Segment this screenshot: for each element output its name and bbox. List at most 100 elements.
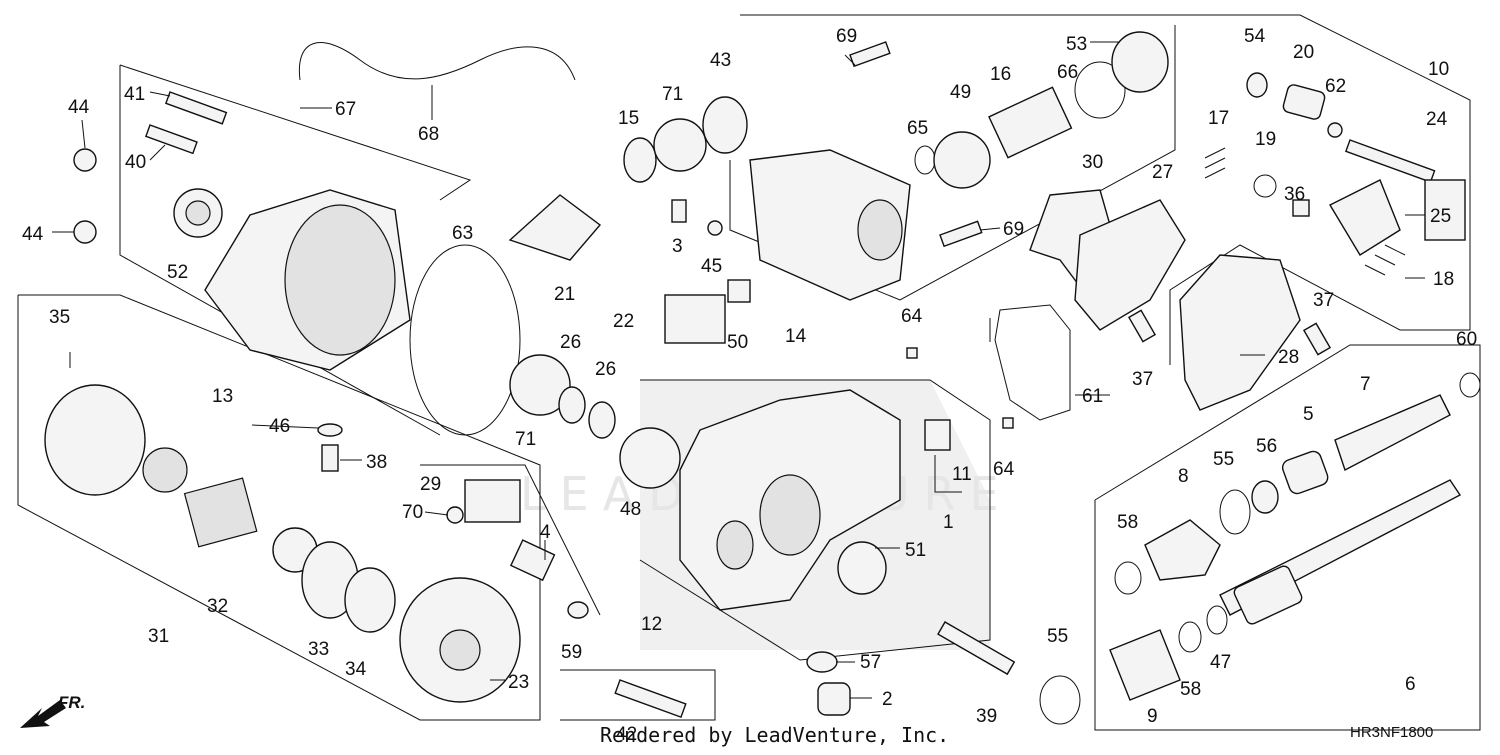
clip-47	[1206, 605, 1228, 635]
part-label-29-29: 29	[420, 474, 441, 495]
part-label-49-51: 49	[950, 82, 971, 103]
part-label-40-41: 40	[125, 152, 146, 173]
part-label-13-12: 13	[212, 386, 233, 407]
front-label: FR.	[58, 693, 85, 712]
box-12	[639, 379, 991, 661]
shift-27	[1074, 199, 1186, 331]
clip-66	[1074, 61, 1126, 119]
o-ring-58-b	[1178, 621, 1202, 653]
bolt-36	[1292, 199, 1310, 217]
part-label-14-13: 14	[785, 326, 807, 347]
bolt-37-b	[1302, 322, 1332, 356]
lead-69-top	[844, 54, 856, 66]
part-label-5-4: 5	[1303, 404, 1314, 425]
cam-followers-32	[183, 477, 258, 548]
bolt-38	[321, 444, 339, 472]
bolt-42	[614, 679, 687, 718]
part-label-58-61: 58	[1117, 512, 1138, 533]
part-label-12-11: 12	[641, 614, 662, 635]
ring-gear-hub	[439, 629, 481, 671]
part-label-44-46: 44	[22, 224, 44, 245]
clip-65	[914, 145, 936, 175]
lead-40	[149, 144, 166, 161]
part-label-20-19: 20	[1293, 42, 1314, 63]
part-label-62-66: 62	[1325, 76, 1346, 97]
part-label-1-0: 1	[943, 512, 954, 533]
part-label-19-18: 19	[1255, 129, 1276, 150]
part-label-58-62: 58	[1180, 679, 1201, 700]
part-label-35-35: 35	[49, 307, 70, 328]
breather-3	[671, 199, 687, 223]
shaft-24	[1344, 139, 1436, 183]
lead-44-a	[81, 119, 86, 149]
part-label-22-21: 22	[613, 311, 634, 332]
o-ring-55-a	[1219, 489, 1251, 535]
part-label-61-65: 61	[1082, 386, 1103, 407]
part-label-48-50: 48	[620, 499, 641, 520]
bearing-49	[933, 131, 991, 189]
pin-64-b	[1002, 417, 1014, 429]
front-arrow-icon	[20, 700, 66, 728]
part-label-51-53: 51	[905, 540, 926, 561]
part-label-55-57: 55	[1213, 449, 1234, 470]
bearing-48	[619, 427, 681, 489]
box-13-b	[119, 65, 441, 436]
pin-64-a	[906, 347, 918, 359]
part-label-68-73: 68	[418, 124, 439, 145]
collar-56	[1251, 480, 1279, 514]
part-label-28-28: 28	[1278, 347, 1299, 368]
part-label-50-52: 50	[727, 332, 748, 353]
box-31	[17, 294, 541, 721]
part-label-3-2: 3	[672, 236, 683, 257]
bolt-37-a	[1127, 309, 1157, 343]
part-label-45-47: 45	[701, 256, 722, 277]
box-14	[729, 25, 1176, 301]
seal-53	[1111, 31, 1169, 93]
shim-26-b	[588, 401, 616, 439]
part-label-46-48: 46	[269, 416, 290, 437]
part-label-54-56: 54	[1244, 26, 1266, 47]
washer-45	[707, 220, 723, 236]
seal-15	[623, 137, 657, 183]
diff-gear	[142, 447, 188, 493]
bearing-43	[702, 96, 748, 154]
collar-50	[727, 279, 751, 303]
lead-41	[149, 91, 171, 97]
diff-case	[44, 384, 146, 496]
clip-19	[1253, 174, 1277, 198]
part-label-24-23: 24	[1426, 109, 1448, 130]
part-label-37-38: 37	[1132, 369, 1153, 390]
o-ring-57	[806, 651, 838, 673]
diagram-code: HR3NF1800	[1350, 724, 1433, 741]
part-label-60-64: 60	[1456, 329, 1477, 350]
part-label-42-43: 42	[616, 724, 637, 745]
leader-lines	[52, 41, 1425, 699]
part-label-59-63: 59	[561, 642, 582, 663]
part-label-32-32: 32	[207, 596, 228, 617]
cover-14-bore	[857, 199, 903, 261]
front-direction-indicator: FR.	[20, 693, 85, 728]
part-number-labels: 1234567891011121314151617181920212223242…	[22, 26, 1477, 745]
part-label-9-8: 9	[1147, 706, 1158, 727]
part-label-66-71: 66	[1057, 62, 1078, 83]
collar-20	[1282, 84, 1326, 120]
lead-69-mid	[979, 227, 1001, 231]
part-label-69-75: 69	[1003, 219, 1024, 240]
part-label-36-36: 36	[1284, 184, 1305, 205]
spring-18	[1364, 244, 1406, 276]
bolt-70	[446, 506, 464, 524]
bolt-69-top	[849, 41, 891, 68]
shim-34	[344, 567, 396, 633]
part-label-21-20: 21	[554, 284, 575, 305]
part-label-41-42: 41	[124, 84, 145, 105]
shaft-16	[988, 86, 1073, 159]
part-label-71-77: 71	[662, 84, 683, 105]
nut-44-a	[73, 148, 97, 172]
nut-44-b	[73, 220, 97, 244]
part-label-52-54: 52	[167, 262, 188, 283]
box-42	[560, 669, 716, 721]
part-label-71-78: 71	[515, 429, 536, 450]
part-label-69-74: 69	[836, 26, 857, 47]
seal-51	[837, 541, 887, 595]
